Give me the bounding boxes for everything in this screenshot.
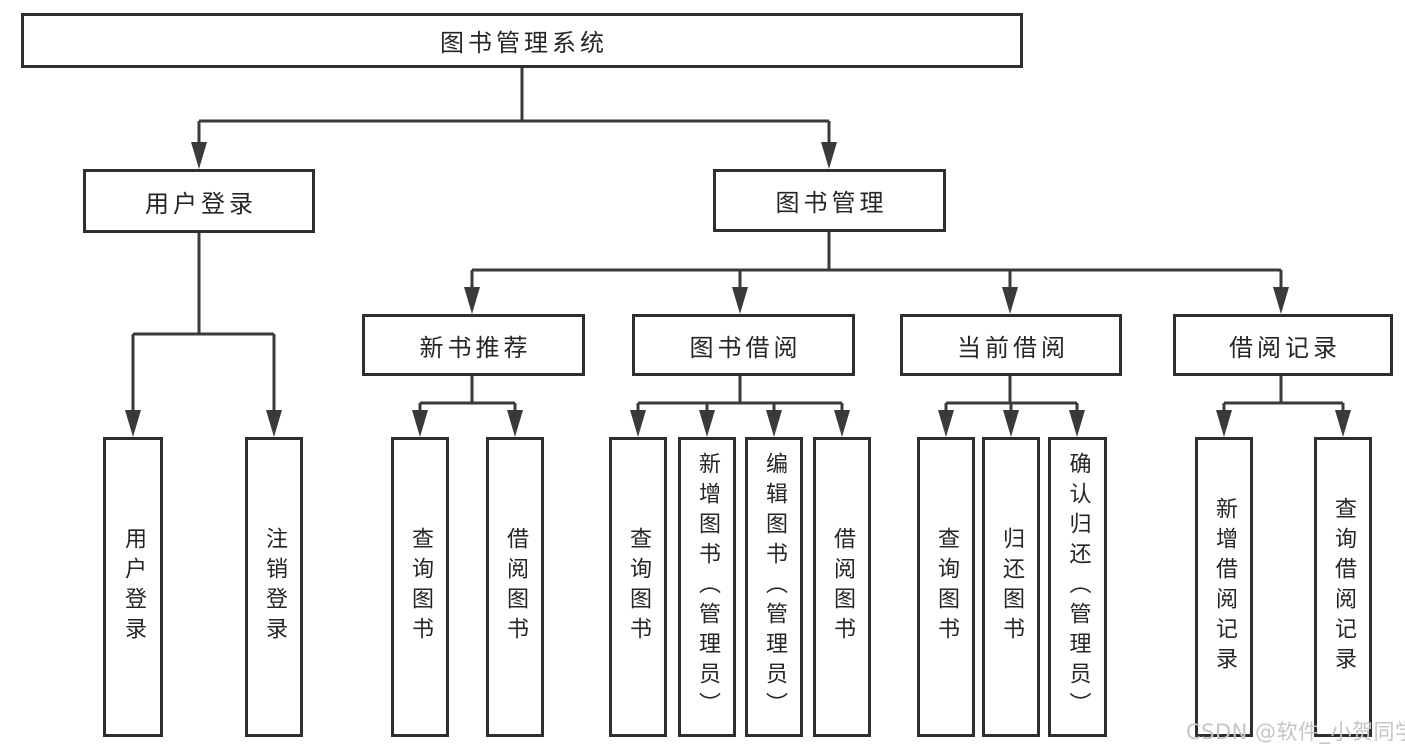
leaf-confirm-return-admin: 确认归还（管理员） — [1048, 437, 1107, 737]
leaf-return-books: 归还图书 — [982, 437, 1040, 737]
leaf-borrow-books-2: 借阅图书 — [813, 437, 871, 737]
node-user-login: 用户登录 — [83, 169, 315, 233]
node-book-borrow: 图书借阅 — [632, 314, 855, 376]
leaf-logout: 注销登录 — [245, 437, 303, 737]
leaf-edit-books-admin: 编辑图书（管理员） — [745, 437, 803, 737]
leaf-query-borrow-record: 查询借阅记录 — [1314, 437, 1372, 737]
leaf-user-login: 用户登录 — [103, 437, 163, 737]
node-current-borrow: 当前借阅 — [900, 314, 1122, 376]
node-borrow-records: 借阅记录 — [1173, 314, 1393, 376]
leaf-add-borrow-record: 新增借阅记录 — [1195, 437, 1253, 737]
leaf-borrow-books-1: 借阅图书 — [486, 437, 544, 737]
node-new-book-recommend: 新书推荐 — [362, 314, 585, 376]
node-book-management: 图书管理 — [713, 169, 946, 232]
csdn-watermark: CSDN @软件_小贺同学 — [1186, 720, 1405, 744]
root-node-library-system: 图书管理系统 — [21, 13, 1023, 68]
leaf-query-books-1: 查询图书 — [391, 437, 449, 737]
leaf-add-books-admin: 新增图书（管理员） — [678, 437, 736, 737]
leaf-query-books-2: 查询图书 — [609, 437, 667, 737]
leaf-query-books-3: 查询图书 — [917, 437, 975, 737]
